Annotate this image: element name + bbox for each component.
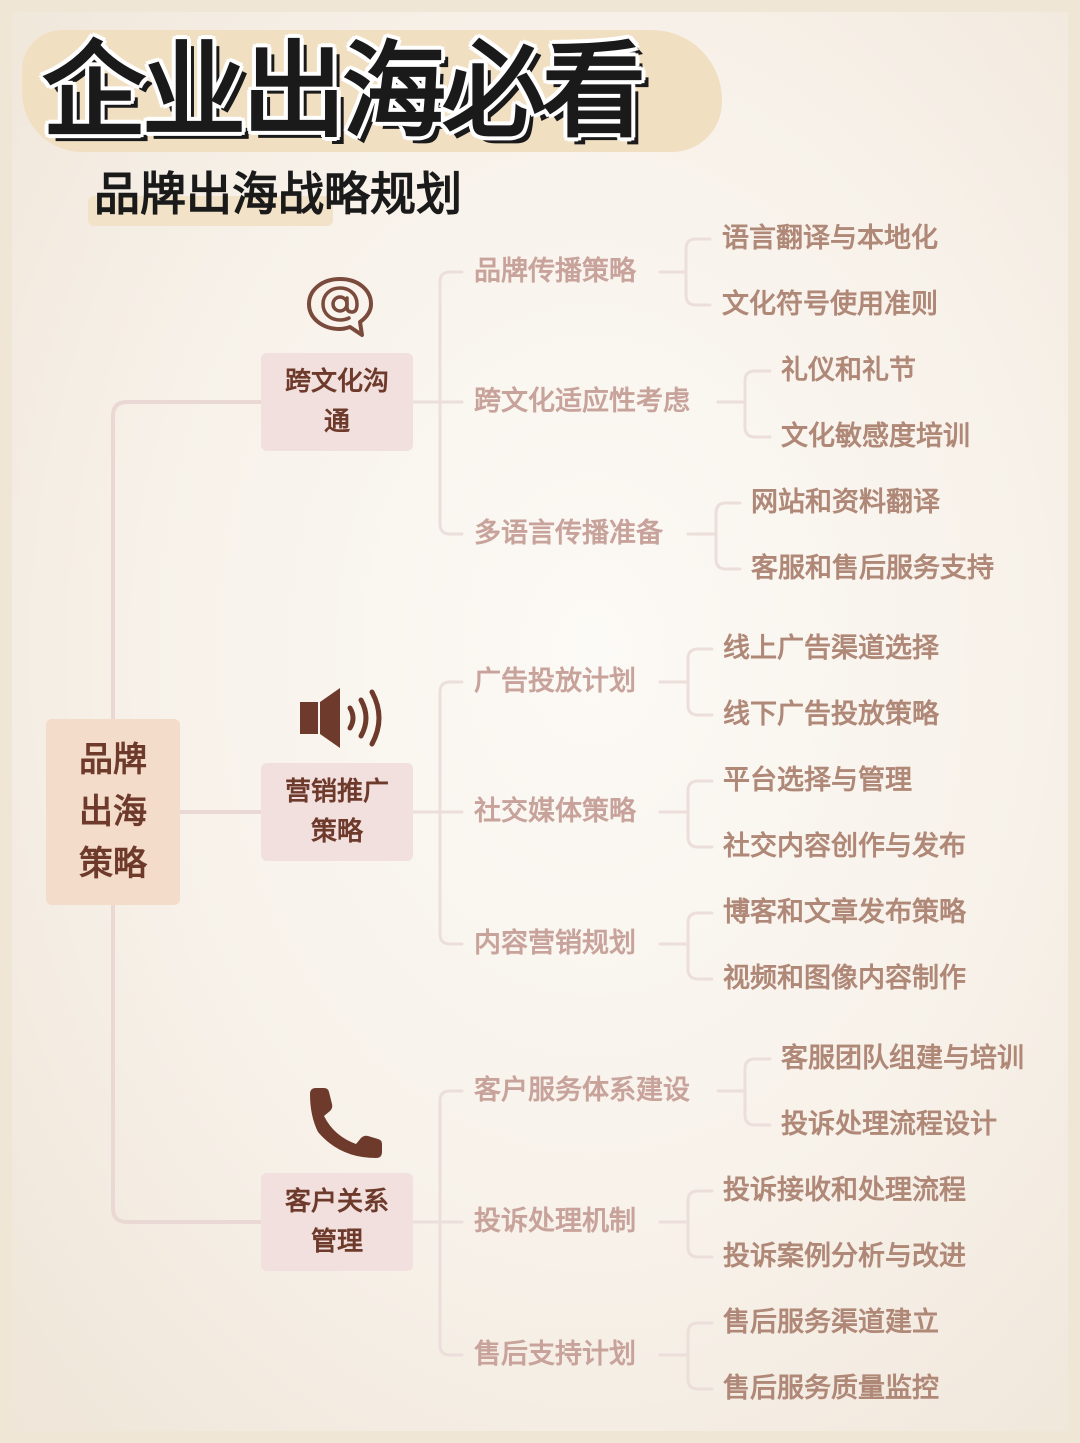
- subtopic-label: 投诉处理机制: [474, 1206, 636, 1237]
- subtopic-label: 品牌传播策略: [474, 256, 636, 287]
- cat3-sub3-connector: [658, 1321, 714, 1391]
- leaf-label: 投诉接收和处理流程: [723, 1175, 966, 1206]
- leaf-label: 社交内容创作与发布: [723, 831, 966, 862]
- leaf-label: 售后服务质量监控: [723, 1373, 939, 1404]
- at-sign-speech-bubble-icon: [307, 277, 373, 337]
- leaf-label: 线上广告渠道选择: [723, 633, 939, 664]
- leaf-label: 客服和售后服务支持: [751, 553, 994, 584]
- cat1-sub2-connector: [716, 369, 772, 439]
- category-node-crm: 客户关系管理: [261, 1173, 413, 1271]
- leaf-label: 语言翻译与本地化: [722, 223, 938, 254]
- root-node: 品牌出海策略: [46, 719, 180, 905]
- phone-handset-icon: [310, 1088, 382, 1158]
- leaf-label: 售后服务渠道建立: [723, 1307, 939, 1338]
- leaf-label: 博客和文章发布策略: [723, 897, 966, 928]
- subtopic-label: 内容营销规划: [474, 928, 636, 959]
- cat2-connector: [411, 680, 464, 946]
- cat2-sub3-connector: [658, 911, 714, 981]
- leaf-label: 礼仪和礼节: [781, 355, 916, 386]
- leaf-label: 文化符号使用准则: [722, 289, 938, 320]
- leaf-label: 投诉处理流程设计: [781, 1109, 997, 1140]
- speaker-icon: [300, 688, 382, 748]
- root-connector: [111, 400, 263, 1224]
- page-background: [12, 12, 1068, 1431]
- leaf-label: 视频和图像内容制作: [723, 963, 966, 994]
- leaf-label: 文化敏感度培训: [781, 421, 970, 452]
- page-title: 企业出海必看: [42, 30, 646, 152]
- page-subtitle: 品牌出海战略规划: [94, 167, 462, 221]
- subtopic-label: 多语言传播准备: [474, 518, 663, 549]
- cat3-sub2-connector: [658, 1189, 714, 1259]
- cat3-connector: [411, 1089, 464, 1357]
- title-highlight: [22, 30, 722, 152]
- subtopic-label: 广告投放计划: [474, 666, 636, 697]
- leaf-label: 投诉案例分析与改进: [723, 1241, 966, 1272]
- leaf-label: 线下广告投放策略: [723, 699, 939, 730]
- cat1-sub3-connector: [686, 501, 742, 571]
- cat2-sub1-connector: [658, 647, 714, 717]
- subtopic-label: 跨文化适应性考虑: [474, 386, 690, 417]
- subtopic-label: 客户服务体系建设: [474, 1075, 690, 1106]
- cat1-connector: [411, 270, 464, 536]
- subtopic-label: 售后支持计划: [474, 1339, 636, 1370]
- category-node-cross-cultural: 跨文化沟通: [261, 353, 413, 451]
- cat3-sub1-connector: [716, 1057, 772, 1127]
- leaf-label: 平台选择与管理: [723, 765, 912, 796]
- leaf-label: 网站和资料翻译: [751, 487, 940, 518]
- leaf-label: 客服团队组建与培训: [781, 1043, 1024, 1074]
- cat1-sub1-connector: [658, 237, 712, 307]
- cat2-sub2-connector: [658, 779, 714, 849]
- subtitle-highlight: [88, 196, 333, 226]
- subtopic-label: 社交媒体策略: [474, 796, 636, 827]
- category-node-marketing: 营销推广策略: [261, 763, 413, 861]
